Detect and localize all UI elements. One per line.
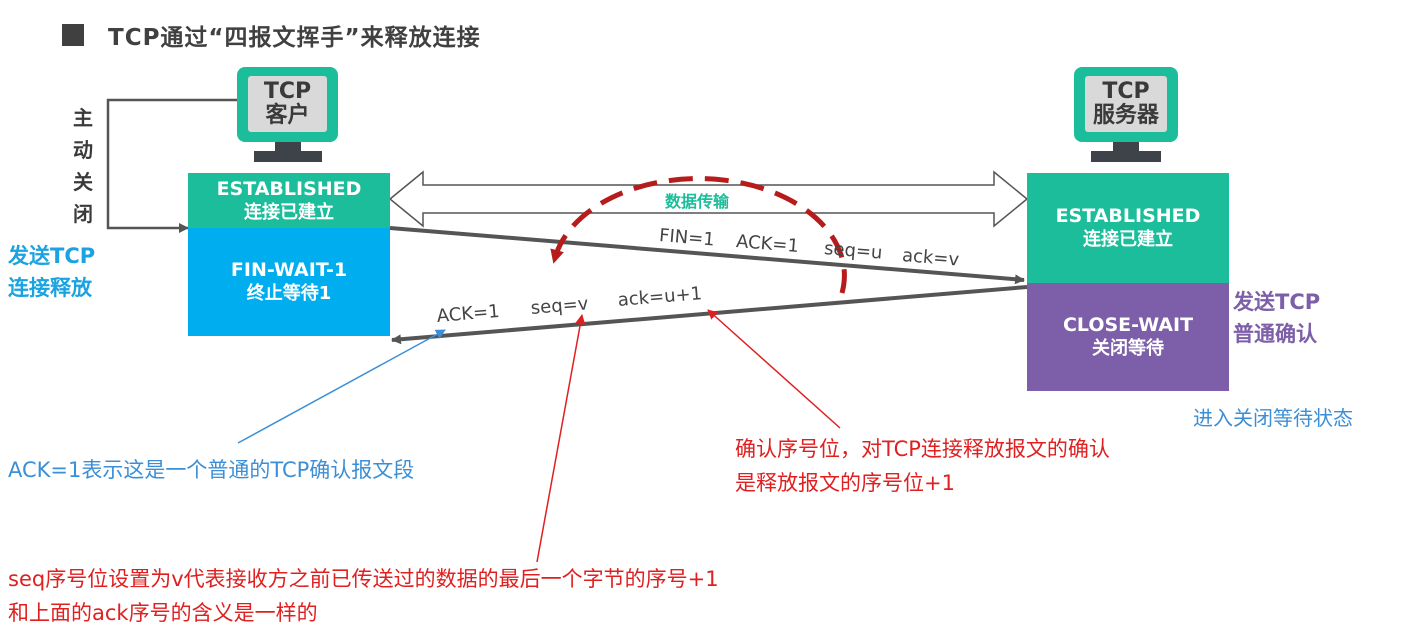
fin-segment-arrow bbox=[389, 226, 1025, 285]
server-state-close-wait: CLOSE-WAIT 关闭等待 bbox=[1027, 283, 1229, 391]
dashed-loop-arrow bbox=[550, 176, 847, 294]
client-send-fin-line1: 发送TCP bbox=[8, 244, 96, 268]
server-established-zh: 连接已建立 bbox=[1083, 229, 1173, 250]
client-label-line2: 客户 bbox=[265, 103, 310, 128]
server-established-en: ESTABLISHED bbox=[1055, 205, 1201, 227]
seq-note: seq序号位设置为v代表接收方之前已传送过的数据的最后一个字节的序号+1 和上面… bbox=[8, 562, 719, 630]
active-close-char: 闭 bbox=[73, 202, 93, 226]
client-state-established: ESTABLISHED 连接已建立 bbox=[188, 173, 390, 228]
active-close-char: 关 bbox=[73, 170, 93, 194]
ack-number-pointer bbox=[707, 309, 841, 429]
active-close-arrow bbox=[106, 98, 237, 233]
seq-note-line1: seq序号位设置为v代表接收方之前已传送过的数据的最后一个字节的序号+1 bbox=[8, 567, 719, 591]
ack-flag-pointer bbox=[237, 329, 446, 444]
seq-note-line2: 和上面的ack序号的含义是一样的 bbox=[8, 601, 318, 625]
server-label-line1: TCP bbox=[1102, 79, 1150, 104]
ack-flag-note: ACK=1表示这是一个普通的TCP确认报文段 bbox=[8, 458, 415, 482]
enter-close-wait-note: 进入关闭等待状态 bbox=[1193, 406, 1353, 430]
client-state-fin-wait-1: FIN-WAIT-1 终止等待1 bbox=[188, 228, 390, 336]
client-finwait-en: FIN-WAIT-1 bbox=[230, 259, 348, 281]
active-close-char: 动 bbox=[73, 138, 93, 162]
client-established-en: ESTABLISHED bbox=[216, 177, 362, 200]
seq-pointer bbox=[536, 314, 586, 563]
server-send-ack-label: 发送TCP 普通确认 bbox=[1233, 286, 1320, 350]
server-label-line2: 服务器 bbox=[1092, 103, 1159, 128]
ack-number-note-line2: 是释放报文的序号位+1 bbox=[735, 471, 955, 495]
client-label: TCP 客户 bbox=[248, 80, 327, 128]
data-transfer-label: 数据传输 bbox=[665, 192, 730, 211]
server-state-established: ESTABLISHED 连接已建立 bbox=[1027, 173, 1229, 283]
server-send-ack-line1: 发送TCP bbox=[1233, 290, 1321, 314]
server-closewait-en: CLOSE-WAIT bbox=[1062, 314, 1194, 336]
client-established-zh: 连接已建立 bbox=[244, 201, 334, 223]
server-label: TCP 服务器 bbox=[1085, 80, 1167, 128]
client-finwait-zh: 终止等待1 bbox=[246, 283, 332, 304]
fin-flag: FIN=1 bbox=[658, 225, 716, 251]
client-send-fin-line2: 连接释放 bbox=[8, 276, 92, 300]
title-bullet-icon bbox=[62, 24, 84, 46]
ack-number-note-line1: 确认序号位，对TCP连接释放报文的确认 bbox=[735, 437, 1110, 461]
active-close-label: 主 动 关 闭 bbox=[72, 102, 94, 230]
client-computer-icon bbox=[237, 67, 338, 162]
client-label-line1: TCP bbox=[263, 79, 312, 104]
client-send-fin-label: 发送TCP 连接释放 bbox=[8, 240, 95, 304]
active-close-char: 主 bbox=[73, 106, 93, 130]
server-send-ack-line2: 普通确认 bbox=[1233, 322, 1317, 346]
server-computer-icon bbox=[1074, 67, 1178, 162]
page-title: TCP通过“四报文挥手”来释放连接 bbox=[108, 25, 481, 51]
server-closewait-zh: 关闭等待 bbox=[1092, 338, 1164, 359]
ack-number-note: 确认序号位，对TCP连接释放报文的确认 是释放报文的序号位+1 bbox=[735, 432, 1110, 500]
